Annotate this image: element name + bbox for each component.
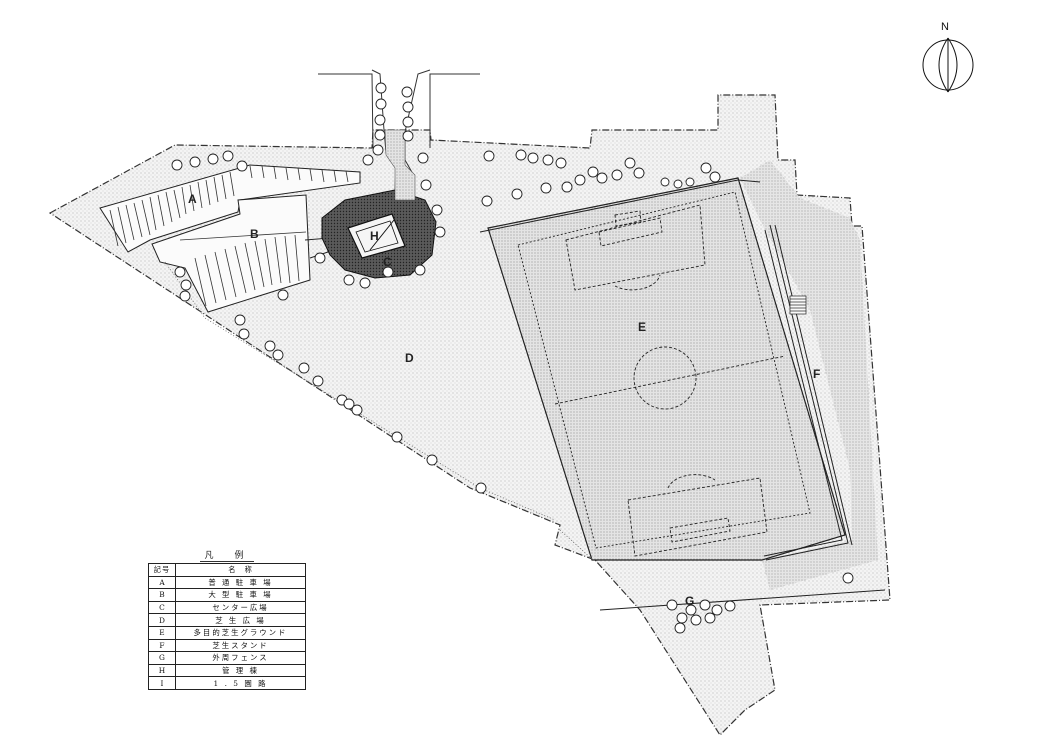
label-a: A xyxy=(188,192,197,206)
legend-col-name: 名 称 xyxy=(175,563,306,577)
legend-name: 多目的芝生グラウンド xyxy=(175,625,306,640)
turf-stand xyxy=(763,224,853,561)
label-e: E xyxy=(638,320,646,334)
stand-band xyxy=(740,160,878,590)
legend-name: 管 理 棟 xyxy=(175,663,306,678)
legend-code: F xyxy=(148,638,176,653)
legend-name: 芝 生 広 場 xyxy=(175,613,306,627)
legend-name: 普 通 駐 車 場 xyxy=(175,575,306,590)
management-building xyxy=(347,213,406,259)
legend-name: 外周フェンス xyxy=(175,651,306,665)
label-b: B xyxy=(250,227,259,241)
label-c: C xyxy=(383,255,392,269)
legend-code: D xyxy=(148,613,176,627)
legend-name: 大 型 駐 車 場 xyxy=(175,588,306,602)
label-g: G xyxy=(685,594,694,608)
legend-code: E xyxy=(148,625,176,640)
legend-name: 1 . 5 園 路 xyxy=(175,676,306,690)
stand-stairs xyxy=(789,295,807,315)
trees xyxy=(171,82,854,634)
legend-code: A xyxy=(148,575,176,590)
legend-code: H xyxy=(148,663,176,678)
label-h: H xyxy=(370,229,379,243)
parking-a-stalls xyxy=(109,165,349,247)
label-f: F xyxy=(813,367,820,381)
legend-title: 凡 例 xyxy=(200,551,254,562)
entrance-path xyxy=(384,129,416,201)
access-road xyxy=(318,73,480,191)
multipurpose-ground xyxy=(487,177,846,561)
legend-code: B xyxy=(148,588,176,602)
legend-code: C xyxy=(148,600,176,615)
legend-col-code: 記号 xyxy=(148,563,176,577)
parking-b xyxy=(151,194,311,313)
legend-code: I xyxy=(148,676,176,690)
legend-name: 芝生スタンド xyxy=(175,638,306,653)
perimeter-path xyxy=(164,261,594,561)
north-arrow-icon xyxy=(922,37,974,93)
north-label: N xyxy=(941,21,949,33)
legend-code: G xyxy=(148,651,176,665)
soccer-pitch xyxy=(517,191,811,557)
label-d: D xyxy=(405,351,414,365)
legend-name: センター広場 xyxy=(175,600,306,615)
legend-header-row: 記号 名 称 xyxy=(148,563,306,577)
perimeter-fence xyxy=(479,179,886,611)
parking-b-stalls xyxy=(179,231,307,307)
